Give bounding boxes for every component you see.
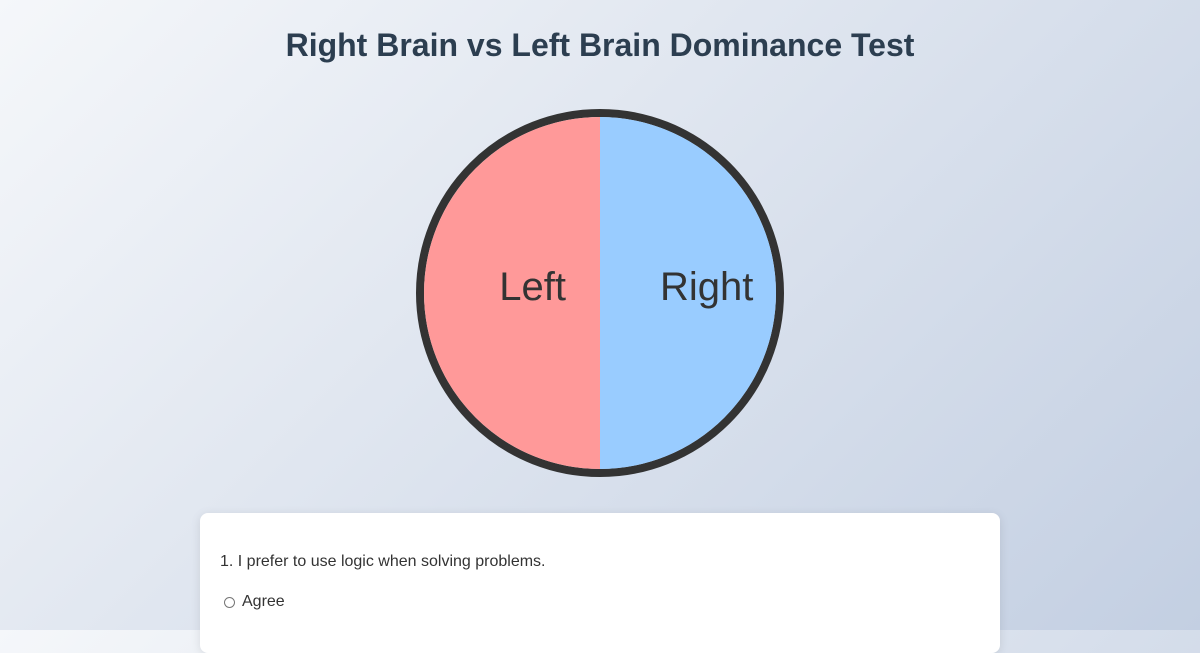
page-title: Right Brain vs Left Brain Dominance Test: [285, 27, 915, 63]
right-brain-label: Right: [660, 265, 754, 309]
right-brain-half: Right: [600, 117, 776, 469]
left-brain-label: Left: [499, 265, 566, 309]
left-brain-half: Left: [424, 117, 600, 469]
option-label: Agree: [242, 593, 285, 610]
radio-button[interactable]: [224, 596, 235, 608]
brain-diagram: Left Right: [416, 109, 784, 477]
quiz-card: 1. I prefer to use logic when solving pr…: [200, 513, 1000, 653]
question-text: 1. I prefer to use logic when solving pr…: [220, 553, 546, 570]
option-agree[interactable]: Agree: [224, 593, 285, 611]
